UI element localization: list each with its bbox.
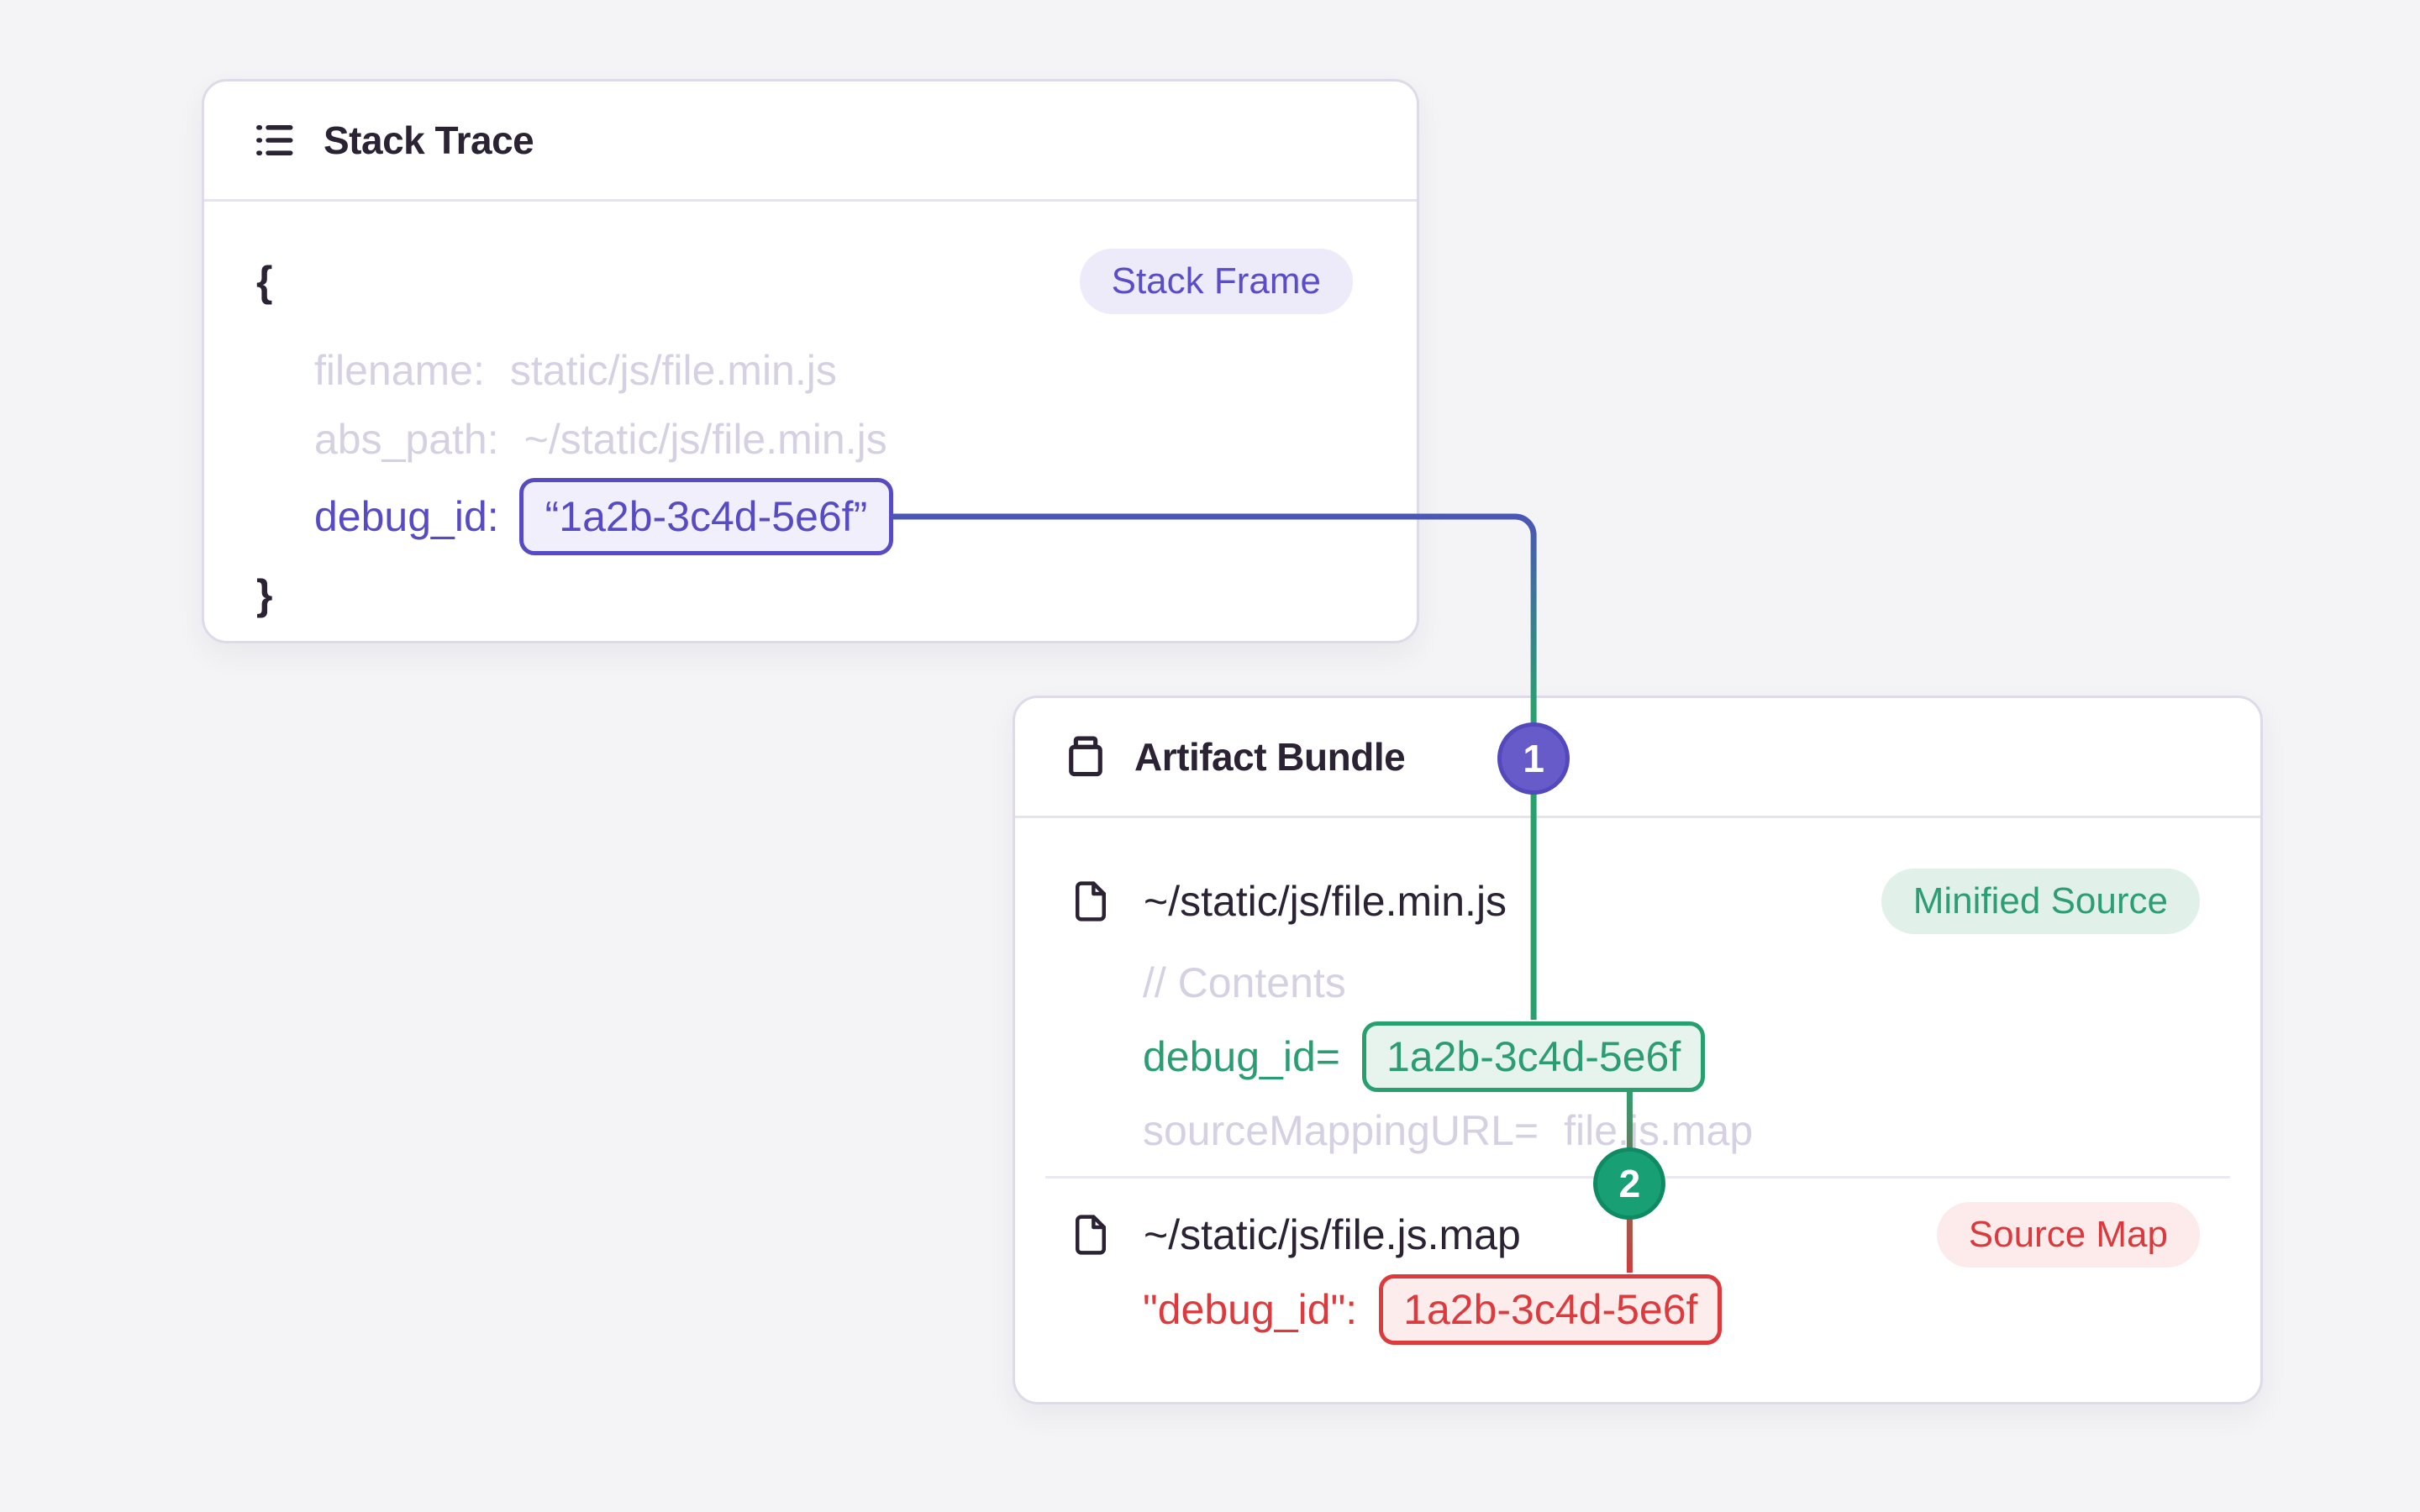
stack-trace-body: { Stack Frame filename: static/js/file.m… bbox=[204, 202, 1417, 630]
filename-row: filename: static/js/file.min.js bbox=[256, 336, 1353, 405]
connector-marker-2-label: 2 bbox=[1618, 1161, 1641, 1205]
stack-frame-open-row: { Stack Frame bbox=[256, 244, 1353, 319]
artifact-bundle-card: Artifact Bundle ~/static/js/file.min.js … bbox=[1013, 696, 2263, 1404]
artifact-bundle-header: Artifact Bundle bbox=[1015, 698, 2260, 818]
source-mapping-url-value: file.js.map bbox=[1564, 1107, 1754, 1154]
sourcemap-debug-id-row: "debug_id": 1a2b-3c4d-5e6f bbox=[1068, 1271, 2200, 1348]
bundle-debug-id-value-box: 1a2b-3c4d-5e6f bbox=[1361, 1021, 1706, 1092]
bundle-debug-id-row: debug_id= 1a2b-3c4d-5e6f bbox=[1068, 1016, 2200, 1097]
stack-debug-id-row: debug_id: “1a2b-3c4d-5e6f” bbox=[256, 474, 1353, 559]
source-map-badge: Source Map bbox=[1936, 1202, 2200, 1268]
contents-comment-row: // Contents bbox=[1068, 949, 2200, 1016]
list-icon bbox=[256, 125, 293, 155]
bundle-debug-id-key: debug_id= bbox=[1143, 1033, 1340, 1080]
connector-marker-1-label: 1 bbox=[1523, 736, 1544, 780]
minified-file-path: ~/static/js/file.min.js bbox=[1144, 878, 1507, 925]
connector-marker-2: 2 bbox=[1593, 1147, 1666, 1220]
filename-key: filename: bbox=[314, 347, 485, 394]
filename-value: static/js/file.min.js bbox=[509, 347, 837, 394]
abs-path-row: abs_path: ~/static/js/file.min.js bbox=[256, 405, 1353, 474]
source-mapping-url-row: sourceMappingURL= file.js.map bbox=[1068, 1097, 2200, 1164]
stack-debug-id-value-box: “1a2b-3c4d-5e6f” bbox=[518, 478, 894, 555]
stack-debug-id-key: debug_id: bbox=[314, 493, 499, 540]
source-mapping-url-key: sourceMappingURL= bbox=[1143, 1107, 1539, 1154]
close-brace: } bbox=[256, 571, 273, 618]
abs-path-key: abs_path: bbox=[314, 416, 499, 463]
stack-frame-badge: Stack Frame bbox=[1079, 249, 1353, 314]
stack-trace-title: Stack Trace bbox=[324, 118, 534, 162]
sourcemap-file-path: ~/static/js/file.js.map bbox=[1144, 1211, 1521, 1258]
file-icon bbox=[1076, 1215, 1106, 1255]
stack-frame-close-row: } bbox=[256, 559, 1353, 630]
stack-trace-header: Stack Trace bbox=[204, 81, 1417, 202]
sourcemap-debug-id-value-box: 1a2b-3c4d-5e6f bbox=[1379, 1274, 1723, 1345]
stack-trace-card: Stack Trace { Stack Frame filename: stat… bbox=[202, 79, 1419, 643]
minified-file-row: ~/static/js/file.min.js Minified Source bbox=[1068, 865, 2200, 937]
minified-source-badge: Minified Source bbox=[1881, 869, 2200, 934]
connector-marker-1: 1 bbox=[1497, 722, 1570, 795]
file-icon bbox=[1076, 881, 1106, 921]
abs-path-value: ~/static/js/file.min.js bbox=[523, 416, 887, 463]
open-brace: { bbox=[256, 258, 273, 305]
archive-icon bbox=[1069, 736, 1102, 777]
artifact-bundle-title: Artifact Bundle bbox=[1134, 735, 1406, 779]
sourcemap-file-row: ~/static/js/file.js.map Source Map bbox=[1068, 1199, 2200, 1271]
artifact-bundle-body: ~/static/js/file.min.js Minified Source … bbox=[1015, 818, 2260, 1348]
contents-comment: // Contents bbox=[1143, 959, 1346, 1006]
sourcemap-debug-id-key: "debug_id": bbox=[1143, 1286, 1358, 1333]
